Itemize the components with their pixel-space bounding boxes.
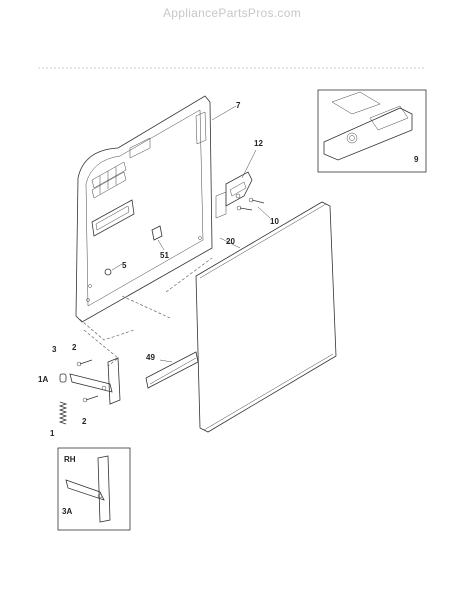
leader-10	[257, 206, 271, 219]
label-rh: RH	[64, 455, 76, 464]
label-part-49: 49	[146, 353, 155, 362]
vent-slots	[91, 161, 127, 199]
kick-plate[interactable]	[145, 351, 199, 389]
label-part-1: 1	[50, 429, 55, 438]
leader-12	[241, 149, 257, 179]
screw-5[interactable]	[104, 263, 123, 276]
alignment-lines	[75, 257, 213, 367]
leader-20	[219, 237, 241, 249]
door-spring[interactable]	[58, 401, 68, 425]
label-part-3a: 3A	[62, 507, 72, 516]
site-watermark: AppliancePartsPros.com	[163, 6, 301, 20]
label-part-2-lower: 2	[82, 417, 87, 426]
label-part-2-upper: 2	[72, 343, 77, 352]
dispenser-inset[interactable]	[317, 89, 427, 173]
label-part-20: 20	[226, 237, 235, 246]
hinge-screw-lower[interactable]	[82, 395, 99, 403]
leader-7	[211, 105, 237, 121]
latch-screws[interactable]	[236, 197, 265, 211]
label-part-5: 5	[122, 261, 127, 270]
label-part-9: 9	[414, 155, 419, 164]
inner-door-panel[interactable]	[75, 95, 213, 323]
handle-recess	[91, 199, 135, 237]
label-part-10: 10	[270, 217, 279, 226]
door-hinge[interactable]	[69, 357, 121, 405]
part-51[interactable]	[151, 225, 165, 251]
label-part-12: 12	[254, 139, 263, 148]
hinge-screw-upper[interactable]	[76, 359, 93, 367]
label-part-1a: 1A	[38, 375, 48, 384]
rh-hinge-inset[interactable]	[57, 447, 131, 531]
label-part-7: 7	[236, 101, 241, 110]
label-part-3: 3	[52, 345, 57, 354]
door-latch[interactable]	[215, 171, 253, 219]
label-part-51: 51	[160, 251, 169, 260]
outer-door-panel[interactable]	[195, 201, 337, 433]
part-1a[interactable]	[59, 373, 67, 383]
